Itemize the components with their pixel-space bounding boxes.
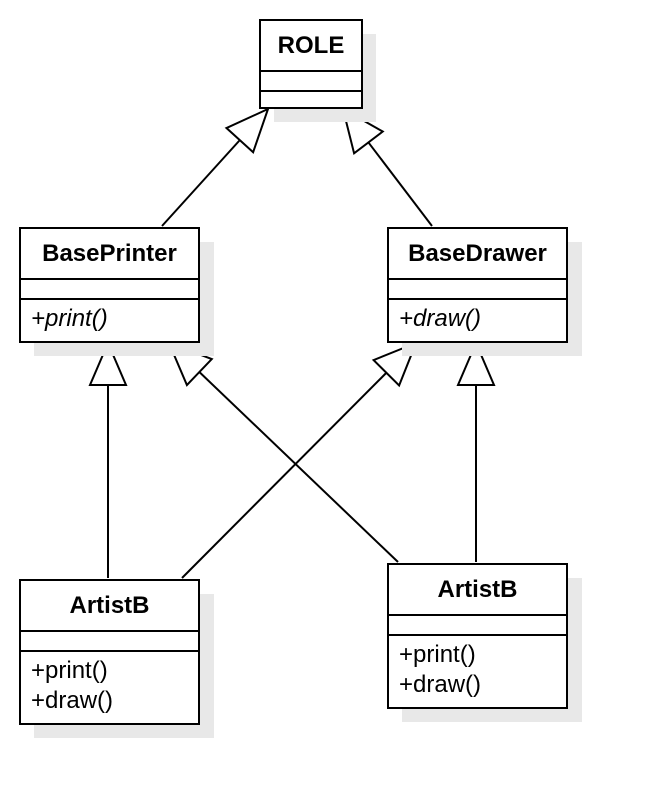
class-role[interactable]: ROLE <box>259 19 363 109</box>
edge-artistright-to-baseprinter <box>198 371 399 563</box>
operation-print: +print() <box>31 305 108 332</box>
class-artist-right[interactable]: ArtistB +print() +draw() <box>387 563 568 709</box>
class-base-printer-name: BasePrinter <box>21 229 198 280</box>
edge-artistleft-to-basedrawer <box>181 372 388 579</box>
edge-artistleft-to-baseprinter-arrowhead <box>88 340 128 386</box>
class-artist-right-attributes <box>389 616 566 636</box>
class-role-operations <box>261 92 361 107</box>
class-role-name: ROLE <box>261 21 361 72</box>
class-artist-left[interactable]: ArtistB +print() +draw() <box>19 579 200 725</box>
operation-print: +print() <box>31 657 108 684</box>
edge-baseprinter-to-role-arrowhead <box>224 107 270 154</box>
class-base-printer-attributes <box>21 280 198 300</box>
class-base-drawer-attributes <box>389 280 566 300</box>
class-base-printer[interactable]: BasePrinter +print() <box>19 227 200 343</box>
operation-draw: +draw() <box>399 305 482 332</box>
class-artist-left-name: ArtistB <box>21 581 198 632</box>
operation-print: +print() <box>399 641 476 668</box>
edge-basedrawer-to-role <box>367 141 433 227</box>
edge-baseprinter-to-role <box>161 139 241 227</box>
class-base-printer-operations: +print() <box>21 300 198 340</box>
class-artist-right-name: ArtistB <box>389 565 566 616</box>
class-base-drawer[interactable]: BaseDrawer +draw() <box>387 227 568 343</box>
class-artist-left-attributes <box>21 632 198 652</box>
class-artist-left-operations: +print() +draw() <box>21 652 198 722</box>
class-role-attributes <box>261 72 361 92</box>
edge-artistright-to-basedrawer-arrowhead <box>456 340 496 386</box>
operation-draw: +draw() <box>31 687 114 714</box>
operation-draw: +draw() <box>399 671 482 698</box>
class-artist-right-operations: +print() +draw() <box>389 636 566 706</box>
class-base-drawer-name: BaseDrawer <box>389 229 566 280</box>
class-base-drawer-operations: +draw() <box>389 300 566 340</box>
